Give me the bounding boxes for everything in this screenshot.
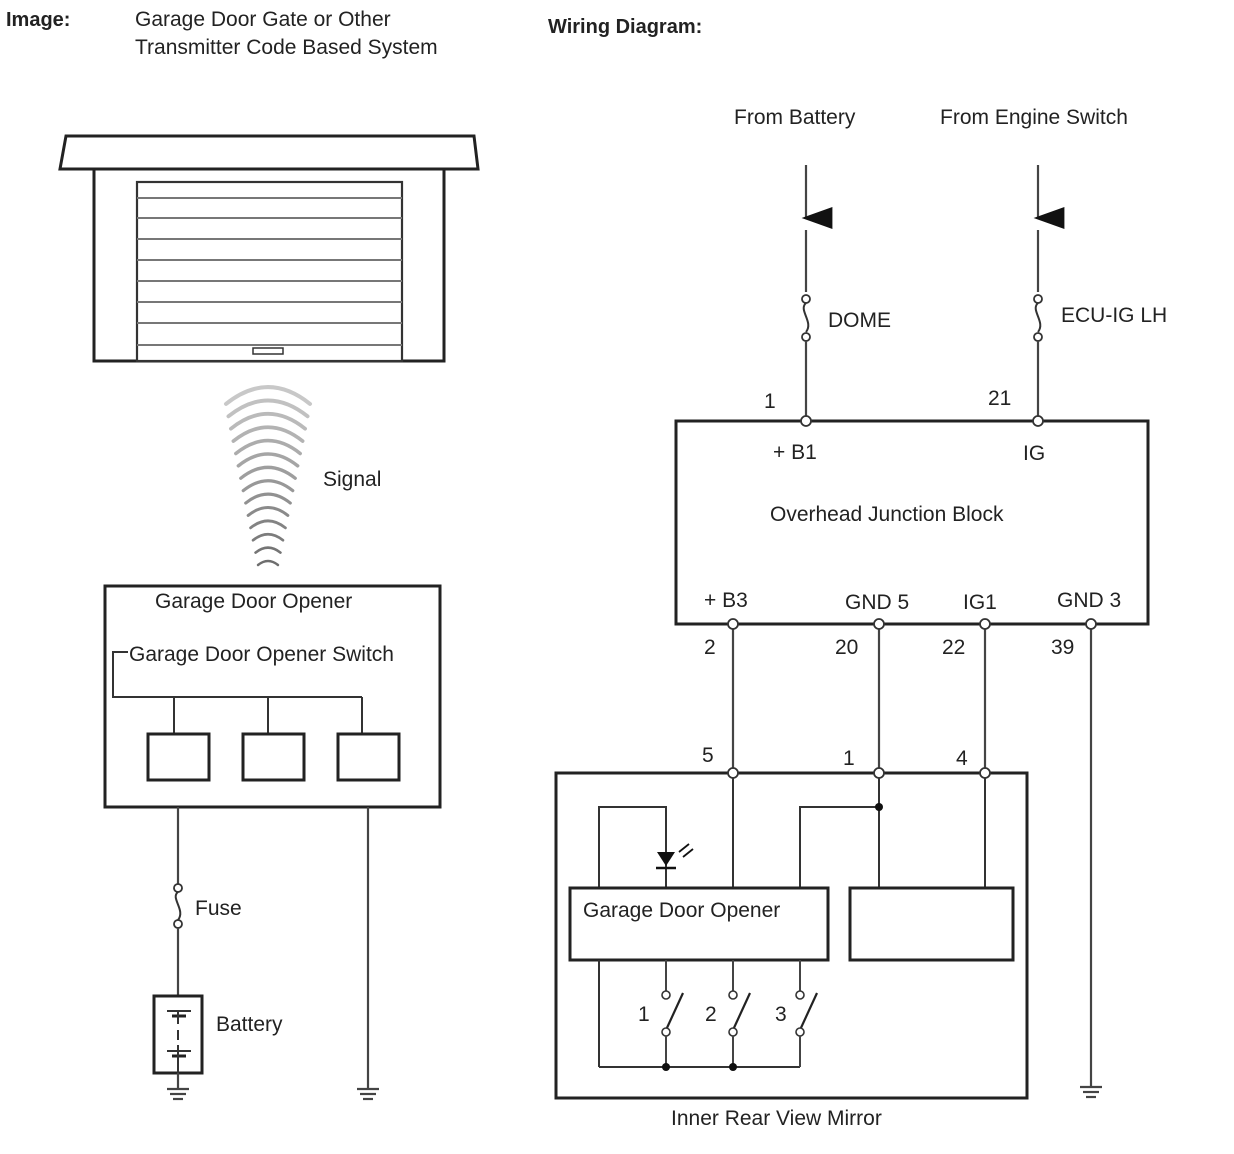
switch-number: 3 bbox=[775, 1003, 787, 1026]
terminal bbox=[979, 767, 991, 779]
source-battery-label: From Battery bbox=[734, 106, 856, 129]
ground-icon bbox=[1080, 1085, 1102, 1099]
pin-name: IG bbox=[1023, 442, 1045, 465]
junction-dot bbox=[729, 1063, 737, 1071]
junction-dot bbox=[662, 1063, 670, 1071]
signal-arc bbox=[249, 519, 287, 530]
pin-number: 1 bbox=[843, 747, 855, 770]
signal-arc bbox=[254, 546, 282, 554]
garage-icon bbox=[58, 134, 480, 363]
terminal bbox=[727, 767, 739, 779]
signal-arc bbox=[241, 479, 295, 493]
image-title-line1: Garage Door Gate or Other bbox=[135, 8, 391, 31]
fuse-icon bbox=[173, 883, 183, 929]
battery-label: Battery bbox=[216, 1013, 283, 1036]
junction-block-box bbox=[674, 419, 1150, 626]
pin-name: GND 5 bbox=[845, 591, 909, 614]
terminal bbox=[800, 415, 812, 427]
signal-arc bbox=[251, 532, 285, 542]
terminal bbox=[727, 618, 739, 630]
fuse-icon bbox=[1033, 294, 1043, 342]
mirror-title: Inner Rear View Mirror bbox=[671, 1107, 882, 1130]
opener-button-3[interactable] bbox=[336, 732, 401, 782]
led-icon bbox=[656, 843, 694, 870]
terminal bbox=[873, 618, 885, 630]
pin-number: 21 bbox=[988, 387, 1011, 410]
battery-icon bbox=[152, 994, 204, 1075]
pin-number: 2 bbox=[704, 636, 716, 659]
switch-1-icon bbox=[661, 960, 684, 1067]
pin-number: 1 bbox=[764, 390, 776, 413]
pin-number: 20 bbox=[835, 636, 858, 659]
signal-arc bbox=[239, 465, 297, 480]
switch-number: 1 bbox=[638, 1003, 650, 1026]
terminal bbox=[1085, 618, 1097, 630]
signal-waves-icon bbox=[224, 385, 312, 567]
switch-2-icon bbox=[728, 960, 751, 1067]
switch-3-icon bbox=[795, 960, 818, 1067]
pin-name: + B3 bbox=[704, 589, 748, 612]
junction-block-title: Overhead Junction Block bbox=[770, 503, 1004, 526]
pin-number: 39 bbox=[1051, 636, 1074, 659]
terminal bbox=[873, 767, 885, 779]
signal-arc bbox=[236, 452, 300, 468]
mirror-opener-label: Garage Door Opener bbox=[583, 899, 780, 922]
pin-name: + B1 bbox=[773, 441, 817, 464]
signal-arc bbox=[244, 492, 292, 505]
terminal bbox=[1032, 415, 1044, 427]
signal-arc bbox=[231, 425, 305, 443]
opener-button-1[interactable] bbox=[146, 732, 211, 782]
wiring-diagram-label: Wiring Diagram: bbox=[548, 16, 702, 38]
signal-arc bbox=[229, 411, 307, 431]
switch-label: Garage Door Opener Switch bbox=[129, 643, 394, 666]
door-handle bbox=[252, 347, 284, 355]
signal-arc bbox=[226, 398, 310, 419]
opener-button-2[interactable] bbox=[241, 732, 306, 782]
terminal bbox=[979, 618, 991, 630]
fuse-ecu-label: ECU-IG LH bbox=[1061, 304, 1167, 327]
pin-name: IG1 bbox=[963, 591, 997, 614]
mirror-opener-box bbox=[568, 886, 830, 962]
signal-arc bbox=[246, 506, 290, 517]
image-label: Image: bbox=[6, 9, 70, 31]
switch-number: 2 bbox=[705, 1003, 717, 1026]
source-engine-switch-label: From Engine Switch bbox=[940, 106, 1128, 129]
switch-bracket bbox=[112, 651, 363, 734]
signal-arc bbox=[224, 385, 312, 406]
fuse-dome-label: DOME bbox=[828, 309, 891, 332]
ground-icon bbox=[167, 1087, 189, 1101]
opener-unit-title: Garage Door Opener bbox=[155, 590, 352, 613]
ground-icon bbox=[357, 1087, 379, 1101]
signal-arc bbox=[234, 438, 302, 456]
mirror-unit-box bbox=[848, 886, 1015, 962]
image-title-line2: Transmitter Code Based System bbox=[135, 36, 438, 59]
pin-number: 22 bbox=[942, 636, 965, 659]
fuse-label: Fuse bbox=[195, 897, 242, 920]
pin-name: GND 3 bbox=[1057, 589, 1121, 612]
junction-dot bbox=[875, 803, 883, 811]
fuse-icon bbox=[801, 294, 811, 342]
pin-number: 4 bbox=[956, 747, 968, 770]
signal-label: Signal bbox=[323, 468, 381, 491]
signal-arc bbox=[256, 559, 280, 567]
pin-number: 5 bbox=[702, 744, 714, 767]
